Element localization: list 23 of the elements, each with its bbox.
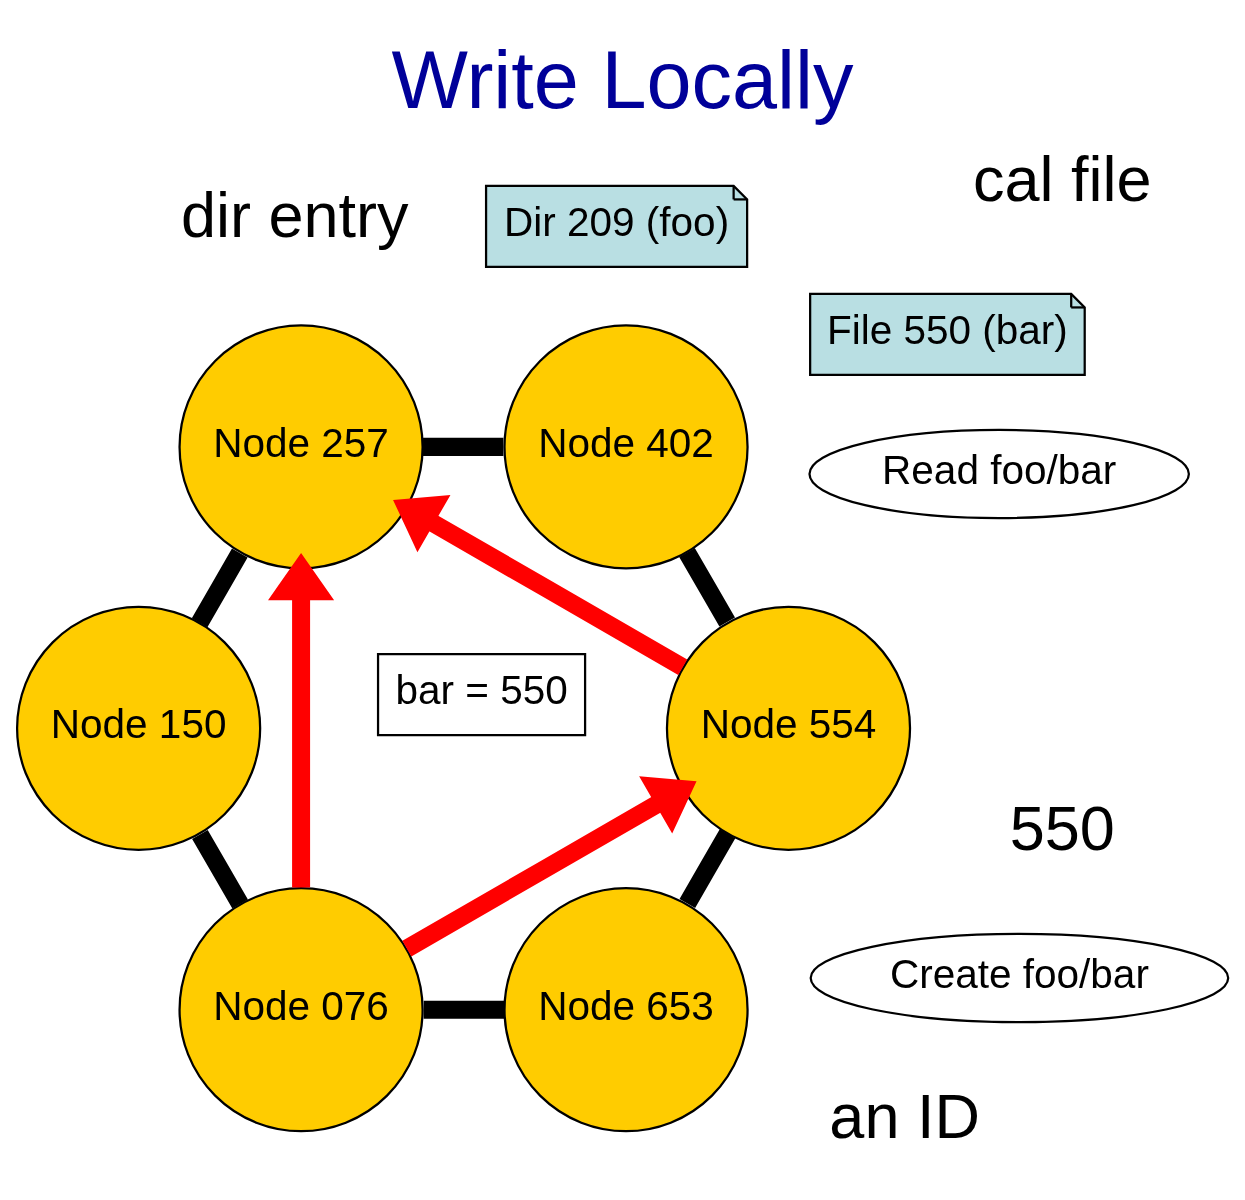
label: an ID xyxy=(829,1080,980,1151)
connector xyxy=(191,548,248,628)
node-ellipse: Create foo/bar xyxy=(809,932,1230,1024)
node-circle: Node 653 xyxy=(503,887,749,1133)
node-circle: Node 257 xyxy=(178,324,424,570)
arrow xyxy=(402,776,697,957)
diagram-title: Write Locally xyxy=(391,34,854,125)
node-ellipse: Read foo/bar xyxy=(808,428,1190,520)
label: 550 xyxy=(1009,792,1115,863)
arrow xyxy=(268,553,335,888)
label: cal file xyxy=(972,144,1152,215)
connector xyxy=(423,437,504,456)
connector xyxy=(679,829,736,908)
connector xyxy=(192,830,248,909)
node-circle: Node 554 xyxy=(665,605,912,851)
node-circle: Node 150 xyxy=(15,605,262,851)
connector xyxy=(423,1000,505,1019)
node-circle: Node 076 xyxy=(178,887,424,1133)
arrow xyxy=(393,494,688,675)
node-circle: Node 402 xyxy=(503,324,749,570)
connector xyxy=(679,547,735,627)
node-box: bar = 550 xyxy=(376,652,587,737)
label: dir entry xyxy=(180,180,409,251)
